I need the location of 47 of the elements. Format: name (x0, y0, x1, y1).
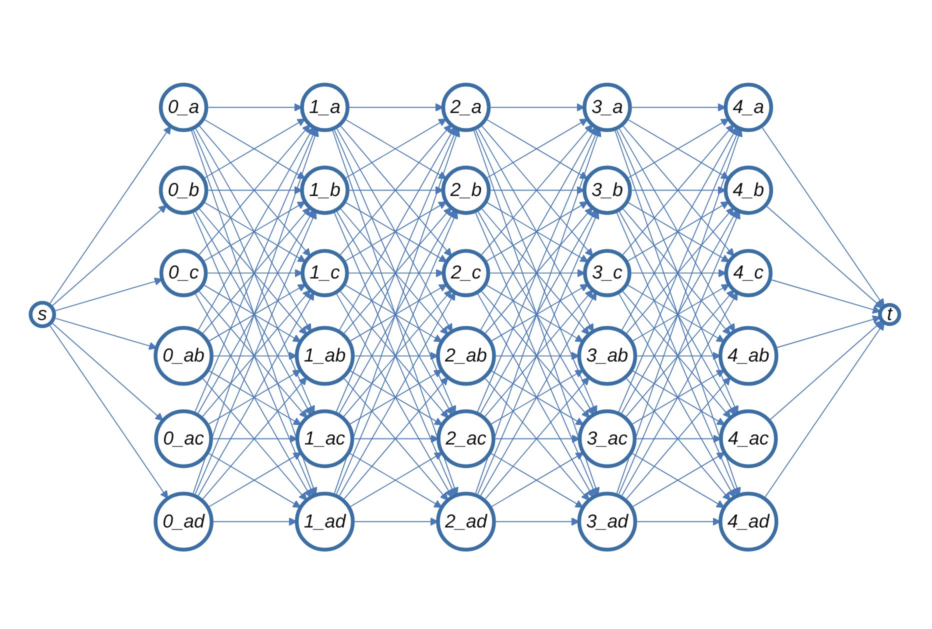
arrow (55, 277, 163, 312)
node-circle: 2_b (441, 166, 491, 215)
arrow (208, 186, 302, 194)
arrow (762, 127, 885, 307)
node-circle: 3_b (582, 166, 632, 215)
node-circle: 3_c (583, 248, 632, 298)
node-circle: 3_ac (578, 409, 637, 468)
node-circle: 2_ac (436, 409, 496, 468)
arrow (770, 320, 883, 420)
node-circle: 0_ab (154, 326, 214, 386)
node-circle: 4_b (724, 166, 774, 215)
node-circle: 2_c (442, 248, 490, 298)
node-circle: 4_ac (719, 409, 778, 468)
node-circle: 0_c (159, 248, 208, 298)
node-circle: 0_a (158, 82, 208, 132)
node-circle: 4_c (724, 248, 773, 298)
arrow (776, 315, 881, 348)
arrow (52, 323, 164, 421)
node-circle: 4_a (724, 82, 774, 132)
node-circle: 1_b (300, 166, 350, 215)
arrow (50, 325, 168, 499)
arrow (766, 206, 883, 308)
arrow (771, 279, 881, 314)
arrow (208, 103, 302, 112)
node-circle: 0_b (158, 166, 208, 215)
node-circle: 1_ab (294, 326, 355, 386)
node-circle: 4_ab (718, 326, 778, 386)
arrow (354, 352, 438, 360)
arrow (55, 318, 158, 350)
node-circle: s (28, 300, 56, 328)
node-circle: 3_ab (577, 326, 638, 386)
node-circle: 1_c (300, 248, 349, 298)
node-circle: 0_ac (154, 409, 213, 468)
node-circle: 2_a (441, 82, 491, 132)
arrow (490, 268, 586, 278)
node-circle: 2_ab (436, 326, 496, 386)
arrow (636, 434, 722, 443)
arrow (354, 434, 439, 443)
arrow (490, 186, 585, 194)
node-circle: 1_a (300, 82, 350, 132)
node-circle: 1_ac (295, 409, 354, 468)
arrow (52, 204, 167, 306)
node-circle: 3_a (582, 82, 632, 132)
arrow (50, 126, 172, 304)
arrow (207, 268, 303, 278)
arrow (764, 322, 885, 498)
arrow (354, 517, 438, 526)
